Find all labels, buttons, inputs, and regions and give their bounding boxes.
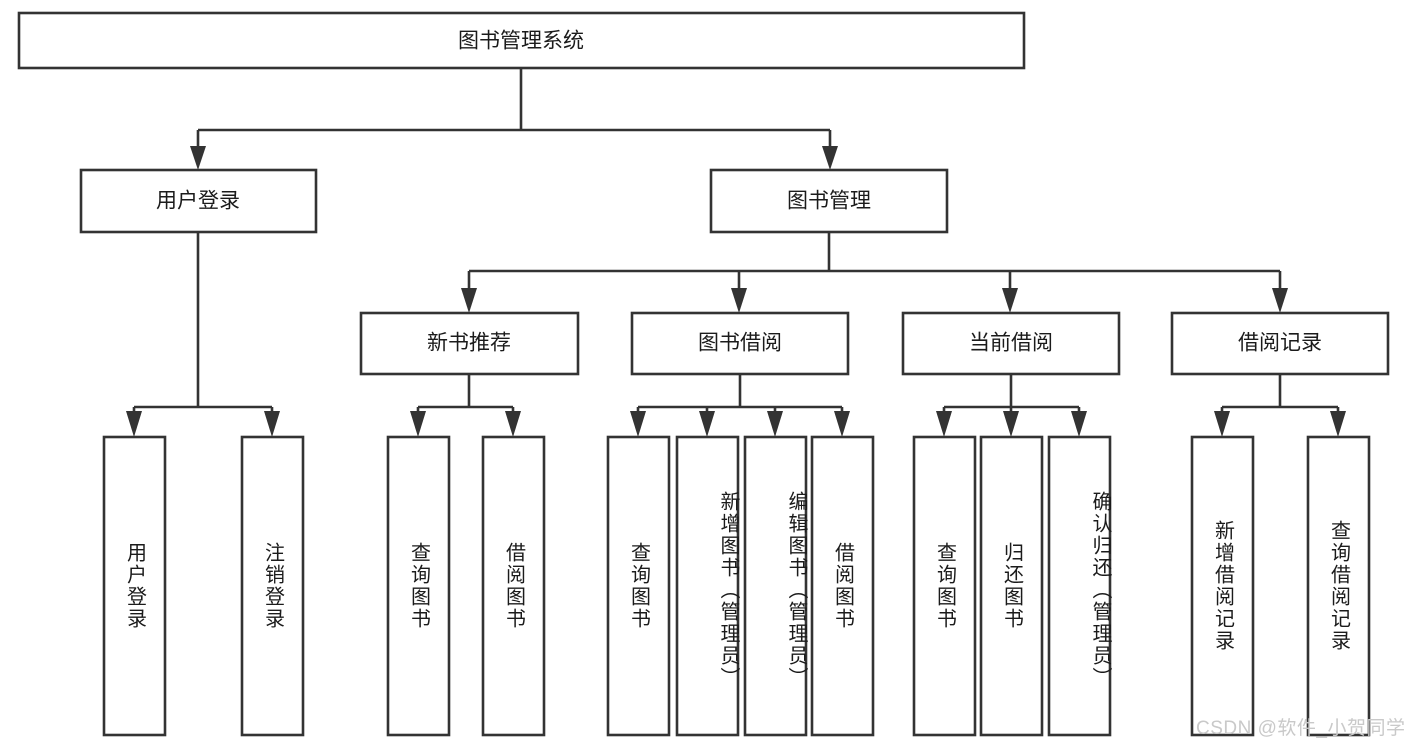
leaf-box-logout[interactable] bbox=[240, 435, 305, 737]
arrowhead-leaf-user-login bbox=[126, 411, 142, 437]
arrowhead-current-borrow bbox=[1002, 288, 1018, 313]
arrowhead-leaf-logout bbox=[264, 411, 280, 437]
arrowhead-book-borrow bbox=[731, 288, 747, 313]
node-borrow-record-label: 借阅记录 bbox=[1238, 332, 1322, 355]
arrowhead-cb-confirm-return bbox=[1071, 411, 1087, 437]
node-current-borrow-label: 当前借阅 bbox=[969, 332, 1053, 355]
node-root-label: 图书管理系统 bbox=[458, 30, 584, 53]
leaf-box-user-login[interactable] bbox=[102, 435, 167, 737]
node-current-borrow-box[interactable] bbox=[901, 311, 1121, 376]
arrowhead-user-login bbox=[190, 146, 206, 170]
node-new-book-recommend[interactable]: 新书推荐 bbox=[359, 311, 580, 376]
arrowhead-nb-borrow-book bbox=[505, 411, 521, 437]
arrowhead-bb-query-book bbox=[630, 411, 646, 437]
leaf-box-bb-borrow-book[interactable] bbox=[810, 435, 875, 737]
csdn-watermark: CSDN @软件_小贺同学 bbox=[1196, 718, 1405, 739]
node-book-management-label: 图书管理 bbox=[787, 190, 871, 213]
arrowhead-br-query-record bbox=[1330, 411, 1346, 437]
node-user-login-label: 用户登录 bbox=[156, 190, 240, 213]
node-borrow-record[interactable]: 借阅记录 bbox=[1170, 311, 1390, 376]
leaf-box-br-query-record[interactable] bbox=[1306, 435, 1371, 737]
arrowhead-book-mgmt bbox=[822, 146, 838, 170]
node-user-login[interactable]: 用户登录 bbox=[79, 168, 318, 234]
arrowhead-bb-edit-book bbox=[767, 411, 783, 437]
leaf-box-bb-add-book[interactable] bbox=[675, 435, 740, 737]
leaf-box-nb-borrow-book[interactable] bbox=[481, 435, 546, 737]
arrowhead-nb-query-book bbox=[410, 411, 426, 437]
arrowhead-cb-return-book bbox=[1003, 411, 1019, 437]
node-new-book-recommend-box[interactable] bbox=[359, 311, 580, 376]
arrowhead-new-book-recommend bbox=[461, 288, 477, 313]
arrowhead-br-add-record bbox=[1214, 411, 1230, 437]
node-book-borrow-label: 图书借阅 bbox=[698, 332, 782, 355]
node-current-borrow[interactable]: 当前借阅 bbox=[901, 311, 1121, 376]
leaf-box-cb-query-book[interactable] bbox=[912, 435, 977, 737]
node-book-borrow-box[interactable] bbox=[630, 311, 850, 376]
leaf-box-nb-query-book[interactable] bbox=[386, 435, 451, 737]
leaf-box-cb-return-book[interactable] bbox=[979, 435, 1044, 737]
arrowhead-bb-borrow-book bbox=[834, 411, 850, 437]
node-root-box[interactable] bbox=[17, 11, 1026, 70]
arrowhead-cb-query-book bbox=[936, 411, 952, 437]
node-new-book-recommend-label: 新书推荐 bbox=[427, 332, 511, 355]
node-book-management[interactable]: 图书管理 bbox=[709, 168, 949, 234]
leaf-box-bb-edit-book[interactable] bbox=[743, 435, 808, 737]
node-borrow-record-box[interactable] bbox=[1170, 311, 1390, 376]
node-root[interactable]: 图书管理系统 bbox=[17, 11, 1026, 70]
node-book-borrow[interactable]: 图书借阅 bbox=[630, 311, 850, 376]
leaf-box-br-add-record[interactable] bbox=[1190, 435, 1255, 737]
leaf-box-cb-confirm-return[interactable] bbox=[1047, 435, 1112, 737]
node-book-management-box[interactable] bbox=[709, 168, 949, 234]
arrowhead-bb-add-book bbox=[699, 411, 715, 437]
leaf-box-bb-query-book[interactable] bbox=[606, 435, 671, 737]
arrowhead-borrow-record bbox=[1272, 288, 1288, 313]
